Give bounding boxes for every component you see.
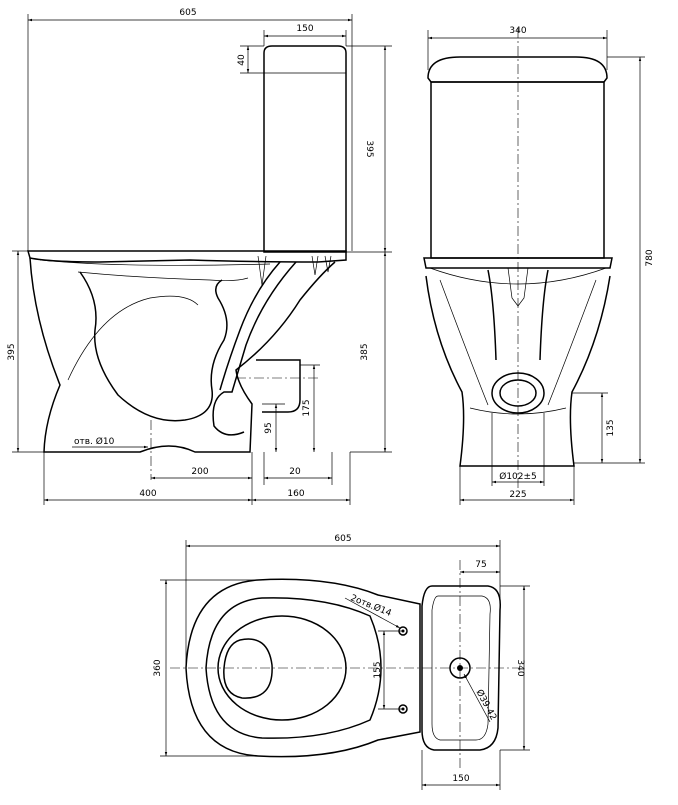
side-tank [263, 45, 347, 253]
side-rim [27, 250, 347, 263]
dim-400: 400 [139, 489, 156, 499]
dim-155: 155 [373, 661, 383, 678]
front-bowl [425, 275, 611, 467]
top-tank [421, 585, 501, 751]
top-drain [223, 638, 273, 699]
dim-150-top: 150 [452, 774, 469, 784]
side-bowl-interior-2 [67, 295, 199, 381]
side-fitting-2 [311, 255, 319, 276]
dim-150-tank: 150 [296, 24, 313, 34]
top-bowl-outline [185, 578, 421, 758]
dim-95: 95 [264, 422, 274, 433]
side-rim-lip [77, 271, 249, 282]
side-trapway [212, 261, 297, 436]
dim-340-top: 340 [515, 659, 525, 676]
front-seat [423, 257, 613, 269]
dim-225: 225 [509, 490, 526, 500]
side-rim-inner [39, 259, 271, 266]
dim-hole-label: отв. Ø10 [74, 436, 115, 447]
dim-360: 360 [153, 659, 163, 676]
dim-175: 175 [302, 399, 312, 416]
dim-75: 75 [475, 560, 486, 570]
front-bowl-inner [439, 279, 597, 406]
side-trapway-inner [219, 261, 281, 391]
front-tank-lid [427, 56, 608, 83]
dim-395-tank: 395 [364, 140, 374, 157]
top-tank-inner [431, 595, 491, 741]
dim-605-side: 605 [179, 8, 196, 18]
dim-20: 20 [289, 467, 301, 477]
side-outlet [256, 359, 301, 413]
dim-340-front: 340 [509, 26, 526, 36]
dim-160: 160 [287, 489, 304, 499]
side-fitting-3 [324, 255, 332, 273]
dim-605-top: 605 [334, 534, 351, 544]
dim-780: 780 [645, 249, 655, 266]
top-rim-inner [205, 597, 382, 739]
front-view: 340 780 135 Ø102±5 225 [423, 26, 655, 505]
dim-395-bowl: 395 [7, 343, 17, 360]
side-fitting [257, 255, 267, 286]
dim-outlet-diameter: Ø102±5 [499, 471, 537, 482]
dim-40-lid: 40 [237, 54, 247, 66]
dim-200: 200 [191, 467, 208, 477]
top-view: 605 75 2отв.Ø14 360 155 340 Ø39-42 150 [153, 534, 530, 790]
front-trapway [487, 269, 549, 361]
front-tank [430, 81, 605, 259]
side-view: 605 150 40 395 395 385 175 95 200 20 400… [7, 8, 392, 505]
dim-inlet-diameter: Ø39-42 [474, 688, 499, 723]
side-bowl-body [29, 257, 336, 453]
side-bowl-interior [79, 271, 228, 422]
dim-135: 135 [606, 419, 616, 436]
dim-385-outlet: 385 [360, 343, 370, 360]
